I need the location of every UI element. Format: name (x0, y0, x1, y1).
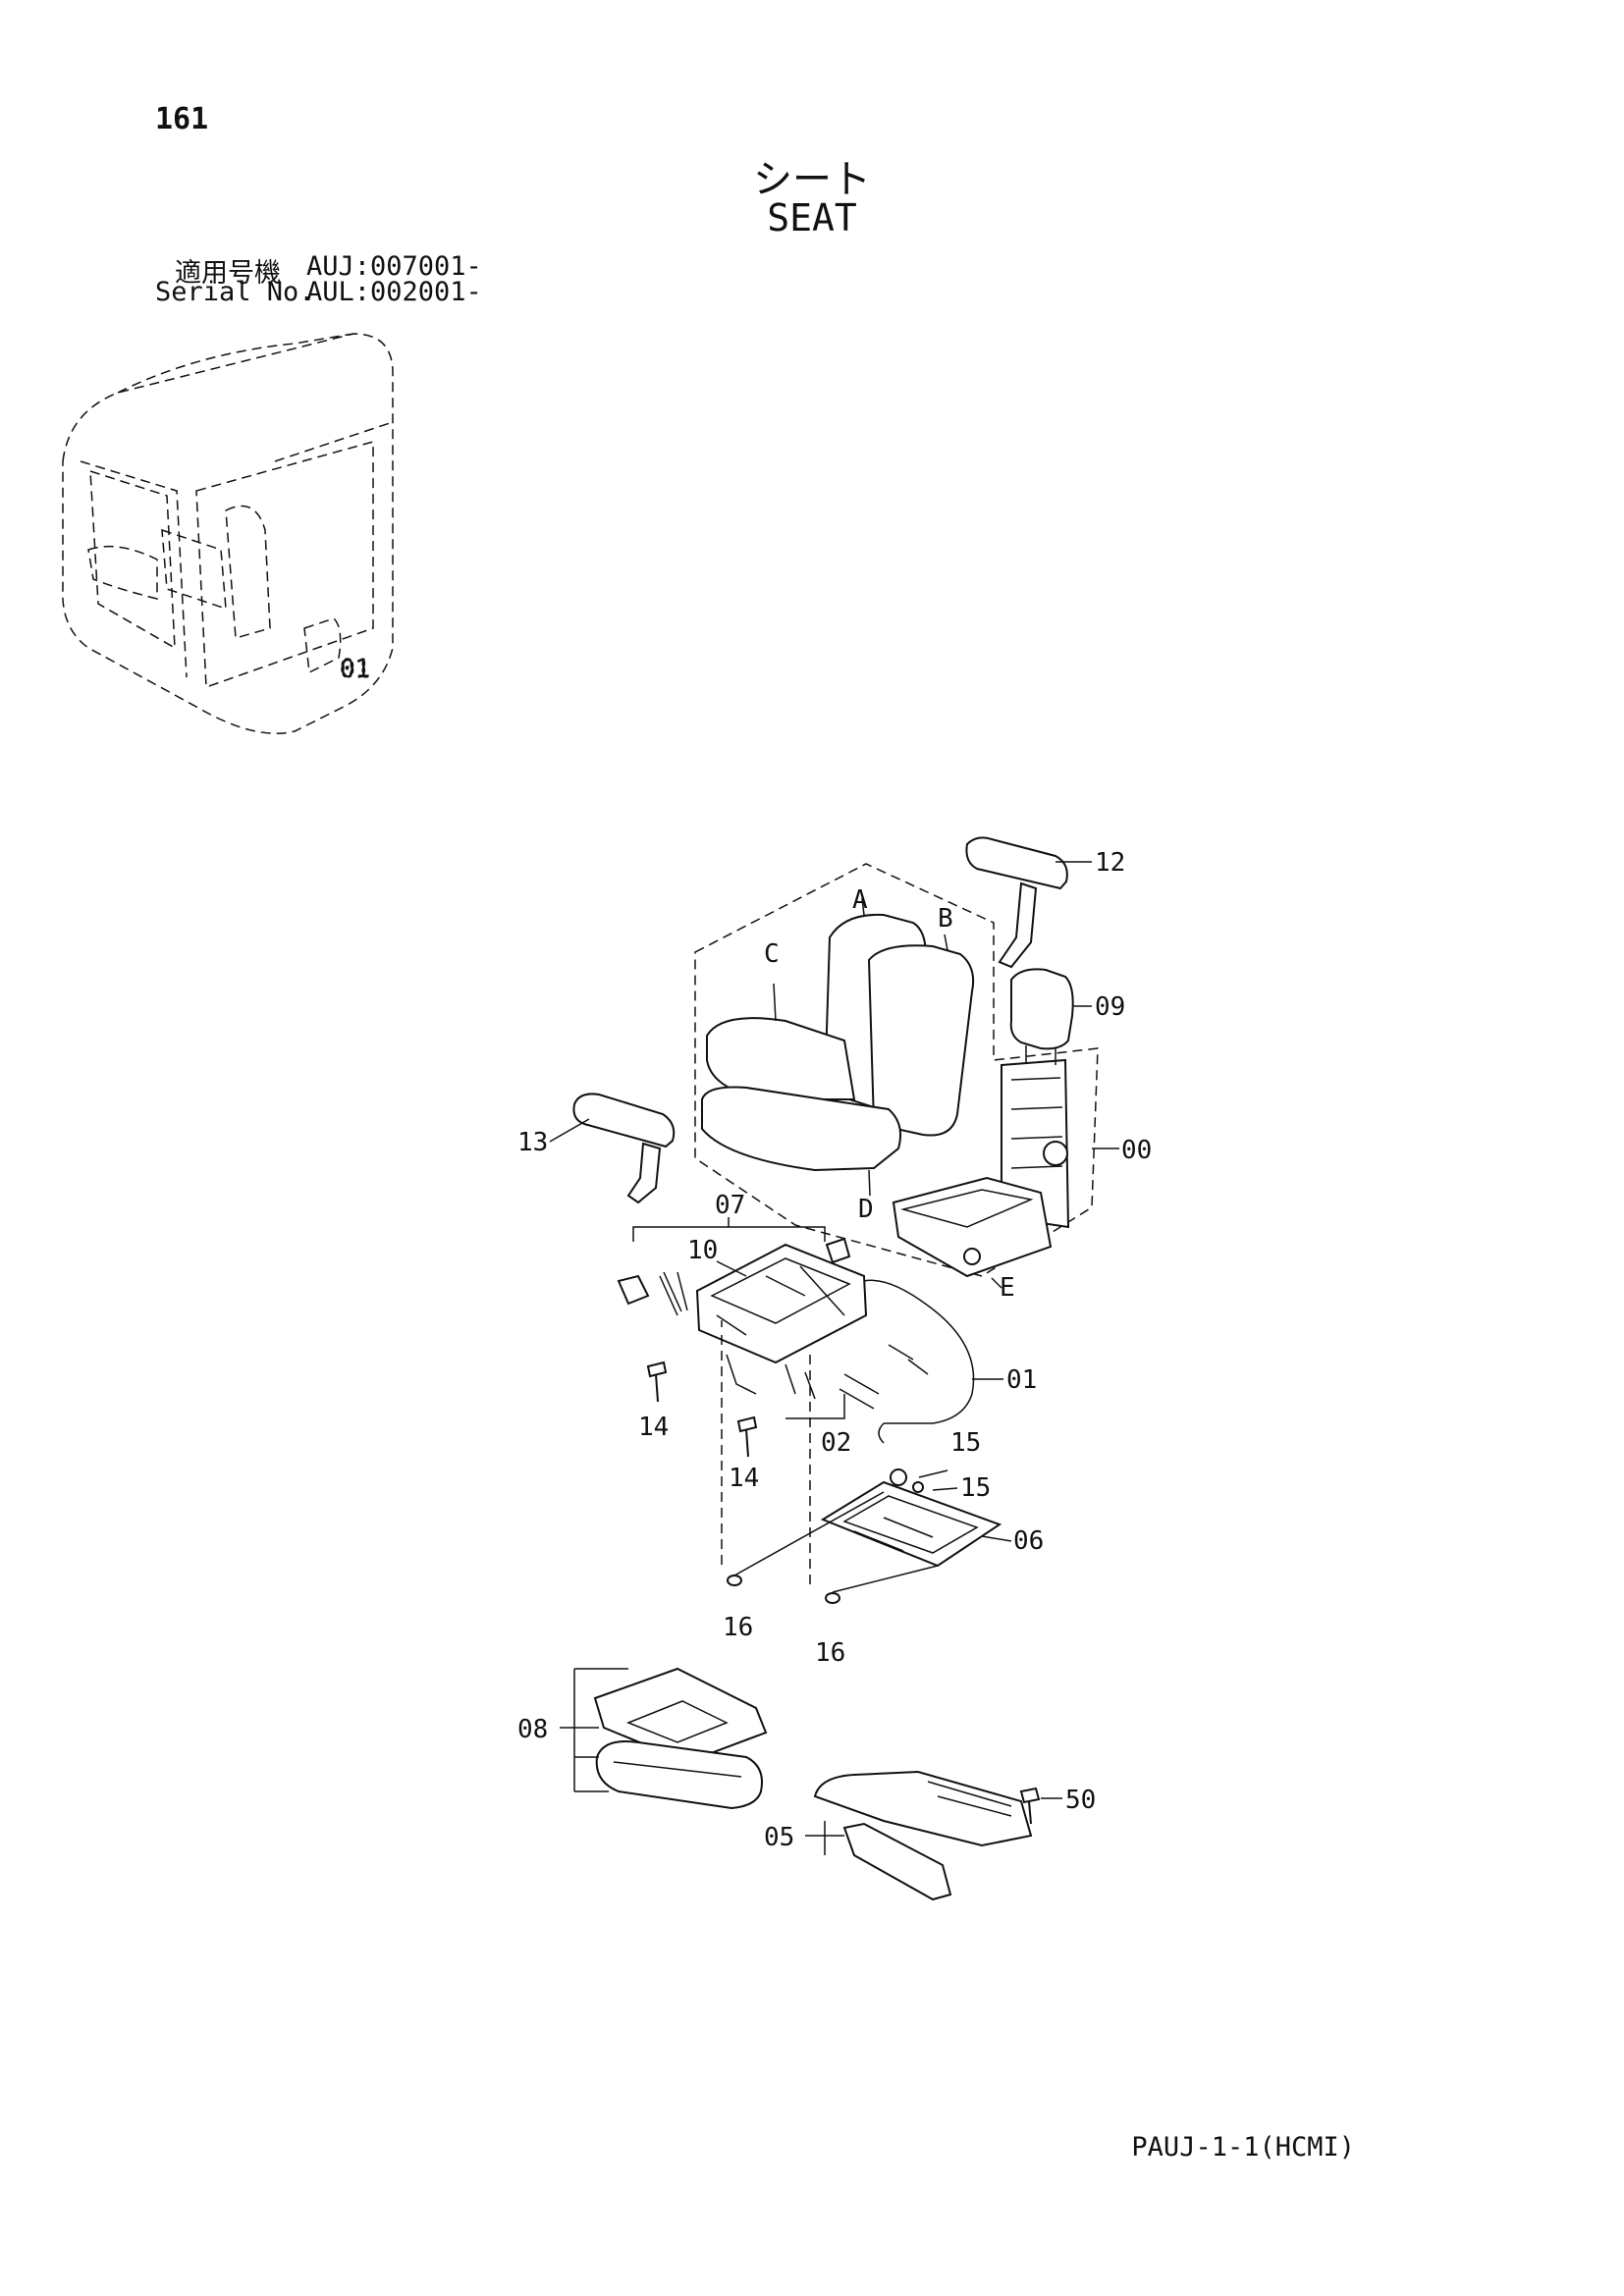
part-label-14-b: 14 (729, 1464, 759, 1493)
sub-label-d: D (858, 1195, 874, 1224)
sub-label-c: C (764, 939, 780, 969)
bolt-14-a (646, 1361, 668, 1403)
mounting-bracket-set (593, 1667, 768, 1810)
page-title-english: SEAT (767, 196, 857, 240)
part-label-50: 50 (1065, 1786, 1096, 1815)
part-label-14-a: 14 (638, 1413, 669, 1442)
seat-assembly-boundary (694, 863, 1099, 1277)
part-label-13: 13 (517, 1128, 548, 1157)
part-label-12: 12 (1095, 848, 1125, 878)
part-label-08: 08 (517, 1715, 548, 1744)
page-title-japanese: シート (753, 157, 871, 202)
part-label-16-a: 16 (723, 1613, 753, 1642)
part-label-05: 05 (764, 1823, 794, 1852)
serial-value-english: AUL:002001- (306, 277, 482, 307)
armrest-right (965, 836, 1068, 969)
part-label-16-b: 16 (815, 1638, 845, 1668)
headrest (1009, 968, 1074, 1050)
slide-rail-set (813, 1770, 1041, 1901)
part-label-02: 02 (821, 1428, 851, 1458)
part-label-01: 01 (1006, 1365, 1037, 1395)
cab-position-marker: 01 (340, 655, 370, 684)
page-number: 161 (155, 102, 209, 136)
part-label-09: 09 (1095, 992, 1125, 1022)
washer-16-a (727, 1575, 742, 1586)
sub-label-a: A (852, 885, 868, 915)
footer-code: PAUJ-1-1(HCMI) (1131, 2132, 1355, 2163)
part-label-15-b: 15 (960, 1473, 991, 1503)
sub-label-e: E (1000, 1273, 1015, 1303)
washer-16-b (825, 1592, 840, 1604)
leader-lines (549, 861, 1119, 1855)
armrest-left (572, 1093, 676, 1204)
seat-slide-mechanism (617, 1237, 975, 1444)
part-label-07: 07 (715, 1191, 745, 1220)
sub-label-b: B (938, 904, 953, 934)
serial-label-japanese: 適用号機 (175, 258, 281, 289)
part-label-10: 10 (687, 1236, 718, 1265)
bolt-14-b (736, 1415, 758, 1458)
seat-cushion-set (701, 897, 975, 1197)
serial-value-japanese: AUJ:007001- (306, 251, 482, 282)
seat-base-plate (820, 1468, 1002, 1568)
part-label-15-a: 15 (950, 1428, 981, 1458)
seat-frame (892, 1058, 1070, 1289)
part-label-00: 00 (1121, 1136, 1152, 1165)
serial-label-english: Serial No. (155, 277, 315, 307)
cab-locator-illustration: 01 (62, 333, 394, 734)
part-label-06: 06 (1013, 1526, 1044, 1556)
